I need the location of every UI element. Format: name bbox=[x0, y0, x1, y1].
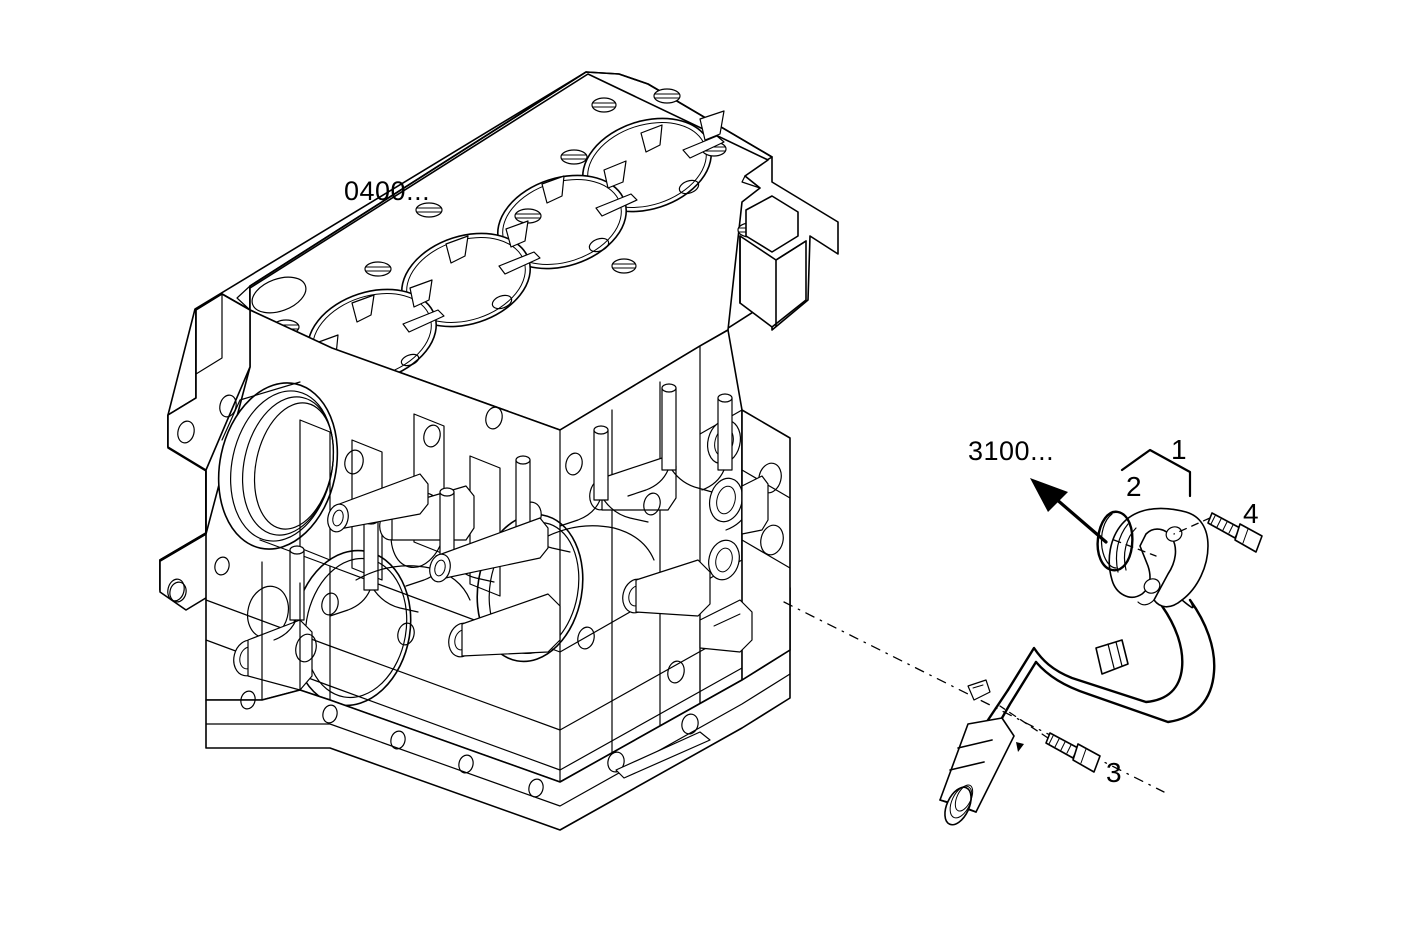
flange-bolt-upper bbox=[1207, 512, 1263, 553]
item-number-3: 3 bbox=[1106, 757, 1122, 788]
cylinder-bores bbox=[306, 117, 713, 384]
flange-bolt-lower bbox=[1045, 732, 1101, 773]
label-engine-block: 0400... bbox=[344, 176, 430, 206]
diagram-labels: 0400... 3100... 1 2 3 4 bbox=[344, 176, 1259, 788]
flywheel-housing-bore bbox=[217, 381, 339, 550]
leader-line-bolt4 bbox=[1173, 517, 1211, 535]
block-cross-tube bbox=[327, 473, 549, 583]
leader-line-oring bbox=[1113, 539, 1157, 557]
pipe-mounting-flange bbox=[1108, 507, 1209, 609]
block-pipe-mount-boss bbox=[699, 599, 753, 653]
coolant-pipe-assembly bbox=[939, 448, 1263, 826]
oil-pan-bolt-holes bbox=[169, 556, 699, 798]
item-number-4: 4 bbox=[1243, 498, 1259, 529]
block-left-end-flange bbox=[159, 293, 251, 602]
reference-arrow-3100 bbox=[1030, 478, 1108, 544]
coolant-pipe bbox=[939, 598, 1216, 826]
item-number-2: 2 bbox=[1126, 471, 1142, 502]
block-rear-boss bbox=[739, 195, 807, 328]
leader-line-bolt3 bbox=[999, 705, 1049, 739]
o-ring-seal bbox=[1096, 510, 1134, 572]
label-reference-assembly: 3100... bbox=[968, 436, 1054, 466]
item-number-1: 1 bbox=[1171, 434, 1187, 465]
callout-bracket-item1 bbox=[1120, 448, 1192, 498]
engine-block-assembly bbox=[159, 71, 839, 831]
